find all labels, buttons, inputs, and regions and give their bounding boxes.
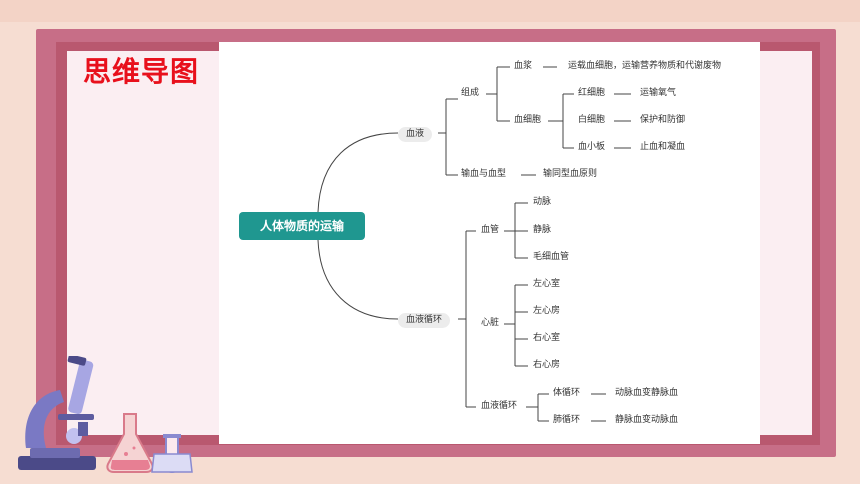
node-vein: 静脉 — [533, 225, 552, 235]
top-stripe — [0, 0, 860, 22]
connector-circulation-bracket — [465, 230, 476, 408]
node-transfusion-detail: 输同型血原则 — [543, 169, 598, 179]
connector-heart-bracket — [514, 284, 528, 367]
node-composition: 组成 — [461, 88, 480, 98]
node-heart: 心脏 — [481, 318, 500, 328]
slide-title: 思维导图 — [83, 55, 200, 88]
node-artery: 动脉 — [533, 197, 552, 207]
microscope-icon — [18, 356, 96, 470]
node-platelets-detail: 止血和凝血 — [640, 142, 686, 152]
node-red-cells-detail: 运输氧气 — [640, 88, 677, 98]
node-white-cells-detail: 保护和防御 — [640, 115, 686, 125]
connector-loops-bracket — [537, 393, 549, 422]
node-circulation: 血液循环 — [398, 313, 451, 328]
node-right-atrium: 右心房 — [533, 360, 561, 370]
node-transfusion: 输血与血型 — [461, 169, 507, 179]
node-circulation-loops: 血液循环 — [481, 401, 518, 411]
connector-blood-bracket — [445, 98, 458, 176]
connector-cells-bracket — [562, 93, 574, 149]
node-capillary: 毛细血管 — [533, 252, 570, 262]
node-plasma: 血浆 — [514, 61, 533, 71]
connector-root-blood — [317, 132, 399, 213]
node-white-cells: 白细胞 — [578, 115, 606, 125]
node-pulmonary: 肺循环 — [553, 415, 581, 425]
connector-vessels-bracket — [514, 202, 528, 259]
node-right-ventricle: 右心室 — [533, 333, 561, 343]
node-platelets: 血小板 — [578, 142, 606, 152]
mindmap-root-node: 人体物质的运输 — [239, 212, 365, 240]
mindmap-canvas — [219, 42, 760, 444]
node-blood: 血液 — [398, 127, 433, 142]
node-red-cells: 红细胞 — [578, 88, 606, 98]
connector-composition-bracket — [496, 66, 510, 122]
lab-equipment-illustration — [18, 356, 193, 473]
test-tube-icon — [151, 434, 193, 473]
node-vessels: 血管 — [481, 225, 500, 235]
node-systemic: 体循环 — [553, 388, 581, 398]
node-left-atrium: 左心房 — [533, 306, 561, 316]
flask-icon — [106, 413, 154, 473]
node-blood-cells: 血细胞 — [514, 115, 542, 125]
node-left-ventricle: 左心室 — [533, 279, 561, 289]
node-plasma-detail: 运载血细胞，运输营养物质和代谢废物 — [568, 61, 722, 71]
connector-root-circulation — [317, 239, 399, 320]
node-pulmonary-detail: 静脉血变动脉血 — [615, 415, 679, 425]
node-systemic-detail: 动脉血变静脉血 — [615, 388, 679, 398]
